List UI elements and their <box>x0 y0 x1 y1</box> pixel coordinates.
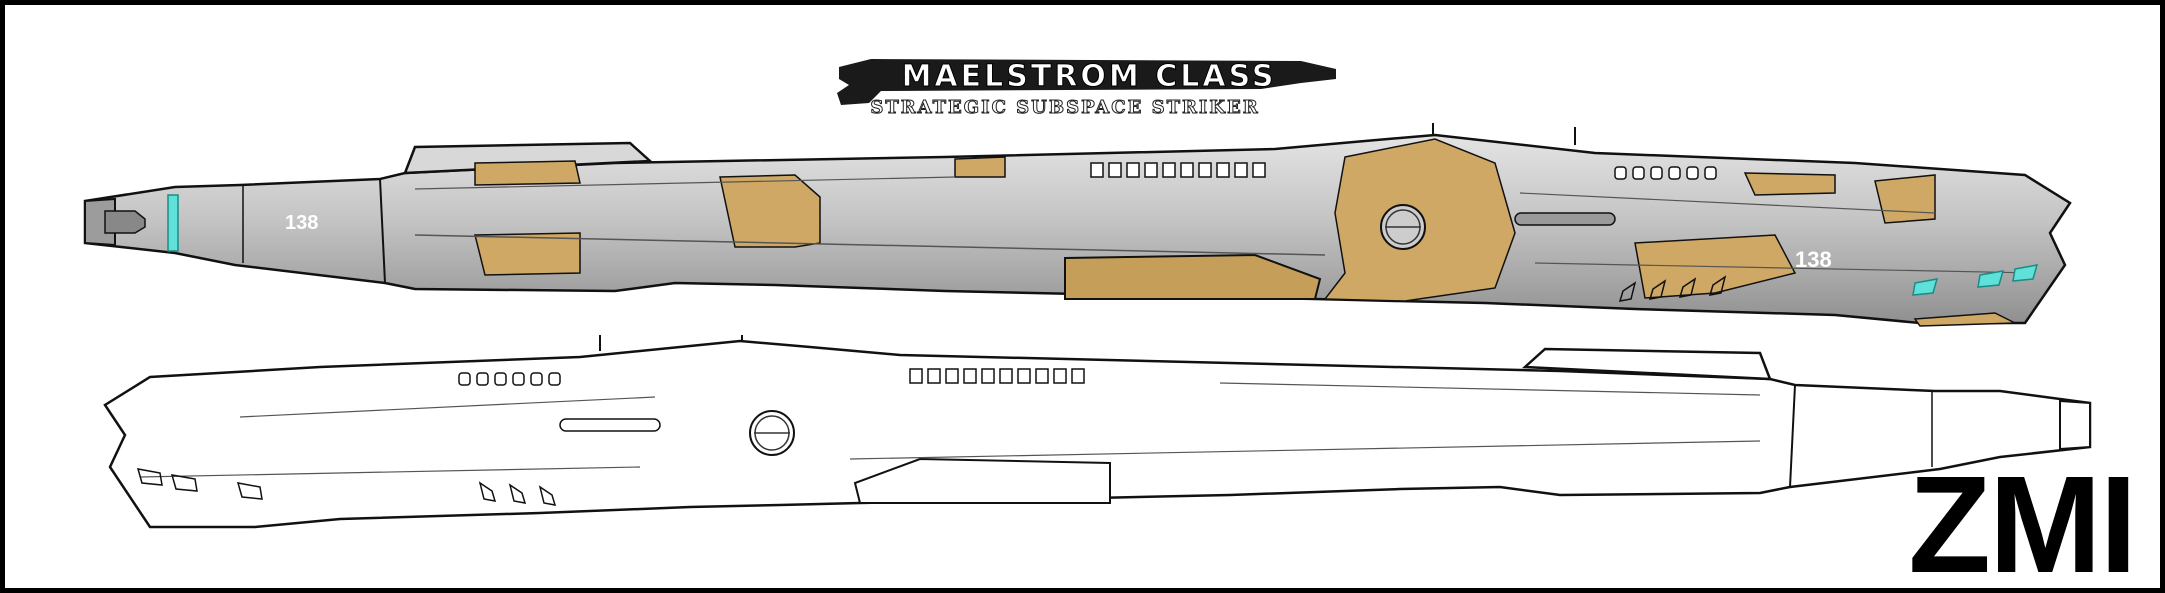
forward-glow-windows <box>1912 264 2039 296</box>
class-subtitle: STRATEGIC SUBSPACE STRIKER <box>870 97 1260 119</box>
title-banner-shape <box>837 59 1336 105</box>
zmi-logo: ZMI <box>1908 448 2138 593</box>
window-strip <box>1090 162 1266 178</box>
class-title: MAELSTROM CLASS <box>901 59 1277 95</box>
ship-profile-painted: 138 138 <box>83 123 2072 327</box>
hull-number-bow: 138 <box>1795 247 1832 272</box>
ventral-bay <box>1064 253 1322 300</box>
title-banner: MAELSTROM CLASS <box>831 53 1341 109</box>
hull-number-aft: 138 <box>285 212 318 234</box>
aft-glow-ring <box>167 194 179 252</box>
ship-profile-lineart <box>103 335 2092 529</box>
